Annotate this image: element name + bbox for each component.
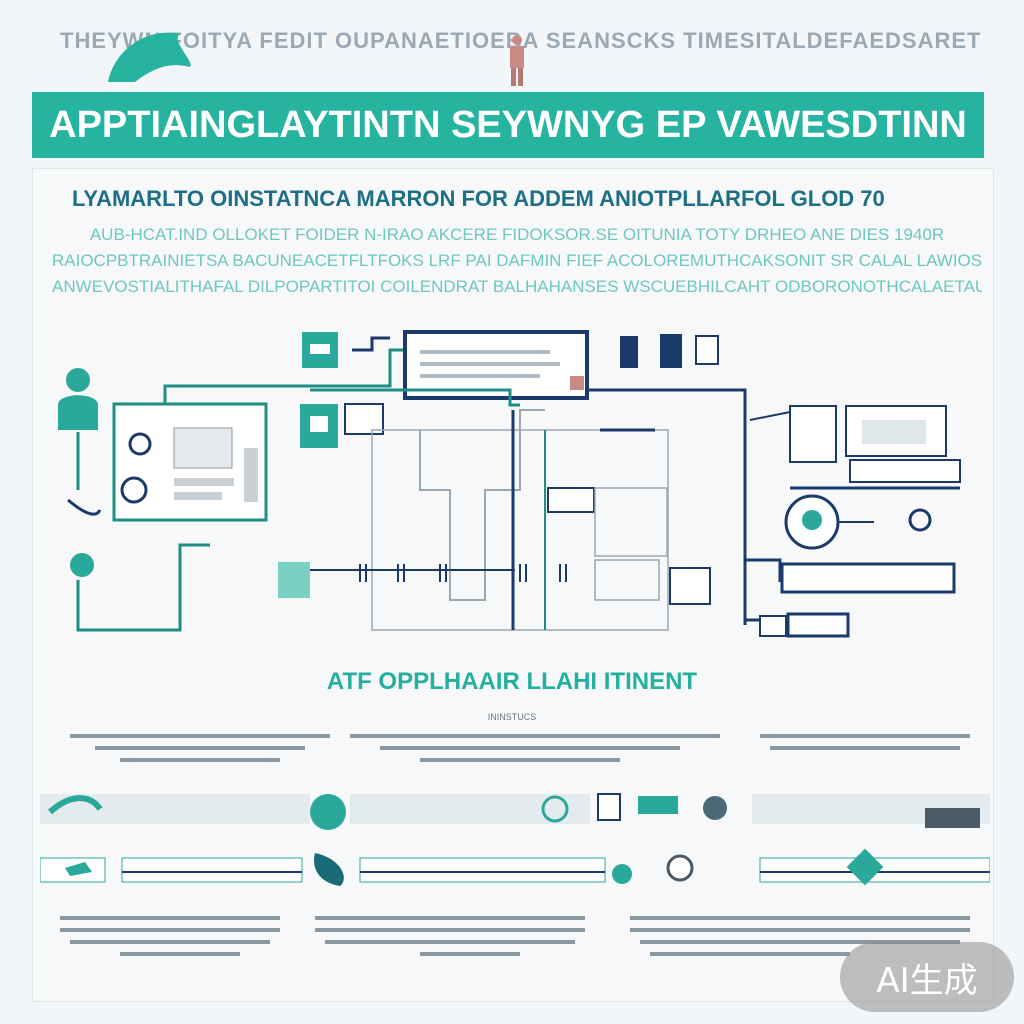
status-bar — [780, 562, 956, 594]
connector-line — [76, 543, 210, 632]
headphone-icon — [128, 432, 152, 456]
intro-text: AUB-HCAT.IND OLLOKET FOIDER N-IRAO AKCER… — [52, 222, 982, 300]
title-banner: APPTIAINGLAYTINTN SEYWNYG EP VAWESDTINN — [32, 92, 984, 158]
connector-line — [587, 388, 747, 625]
connector-line — [163, 348, 405, 404]
device-icon — [660, 334, 682, 368]
image-strip — [40, 793, 990, 830]
ai-generated-badge: AI生成 — [840, 942, 1014, 1012]
doc-icon — [173, 427, 233, 469]
barcode — [359, 564, 567, 582]
doc-icon — [695, 335, 719, 365]
intro-line: RAIOCPBTRAINIETSA BACUNEACETFLTFOKS LRF … — [52, 251, 982, 270]
intro-line: ANWEVOSTIALITHAFAL DILPOPARTITOI COILEND… — [52, 277, 982, 296]
section-heading: ATF OPPLHAAIR LLAHI ITINENT — [326, 668, 698, 695]
doc-icon — [344, 403, 384, 435]
subtitle: LYAMARLTO OINSTATNCA MARRON FOR ADDEM AN… — [72, 186, 885, 211]
waveform — [419, 409, 545, 601]
connector-line — [749, 411, 791, 421]
connector-line — [67, 498, 102, 516]
globe-icon — [70, 553, 94, 577]
column-text-block — [70, 734, 970, 762]
device-icon — [620, 336, 638, 368]
computer-box — [789, 405, 837, 463]
chip-icon — [278, 562, 310, 598]
leaf-decoration — [108, 32, 191, 82]
intro-line: AUB-HCAT.IND OLLOKET FOIDER N-IRAO AKCER… — [89, 225, 945, 244]
banner-title: APPTIAINGLAYTINTN SEYWNYG EP VAWESDTINN — [49, 103, 967, 146]
system-diagram — [58, 330, 961, 638]
person-figure-icon — [510, 35, 524, 86]
signal-box — [547, 487, 595, 513]
gear-icon — [120, 476, 148, 504]
image-strip — [40, 848, 990, 886]
connector-line — [745, 558, 782, 582]
section-label: ININSTUCS — [487, 712, 537, 722]
connector-line — [310, 388, 520, 407]
person-icon — [58, 368, 98, 430]
footer-text-block — [60, 916, 970, 956]
